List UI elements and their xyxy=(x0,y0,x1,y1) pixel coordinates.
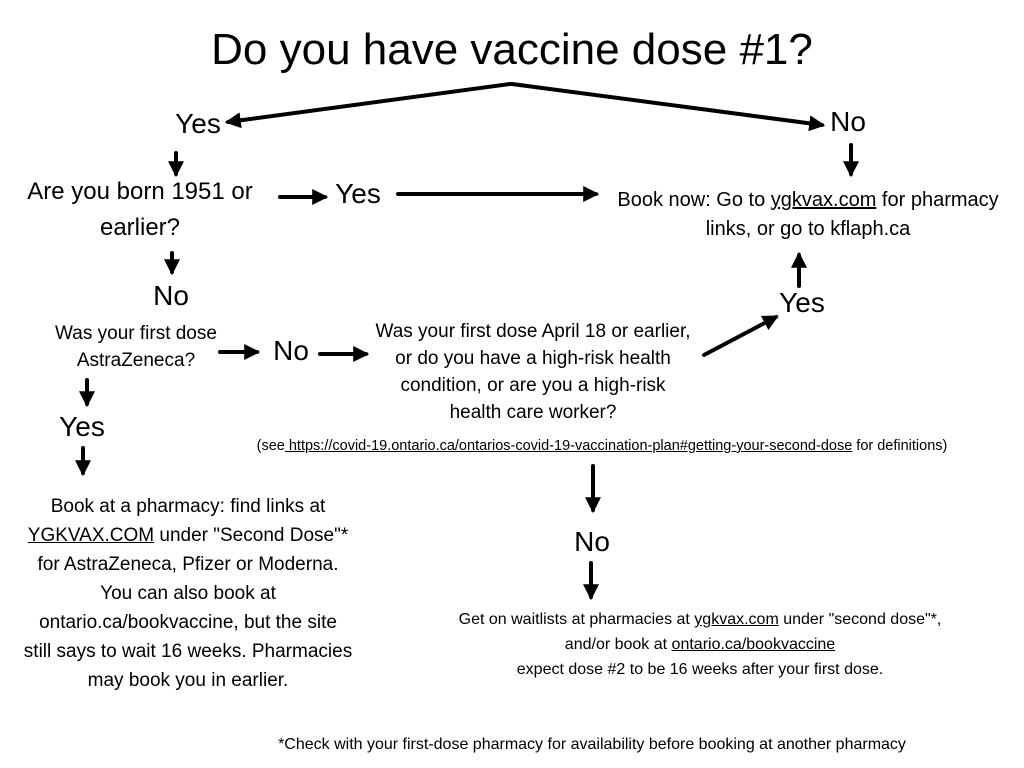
question-risk-line4: health care worker? xyxy=(449,402,617,423)
ygkvax-waitlist-link[interactable]: ygkvax.com xyxy=(694,611,779,628)
answer-yes-az: Yes xyxy=(59,411,105,442)
definitions-note: (see https://covid-19.ontario.ca/ontario… xyxy=(200,436,1004,456)
book-now-suffix: for pharmacy xyxy=(876,189,999,211)
ontario-bookvaccine-link[interactable]: ontario.ca/bookvaccine xyxy=(671,636,836,653)
waitlist-line1-prefix: Get on waitlists at pharmacies at xyxy=(458,611,695,628)
question-risk-line1: Was your first dose April 18 or earlier, xyxy=(375,321,691,342)
ygkvax-link[interactable]: ygkvax.com xyxy=(770,189,877,211)
question-risk-line3: condition, or are you a high-risk xyxy=(400,375,666,396)
book-pharmacy-line2-rest: under "Second Dose"* xyxy=(154,525,349,546)
book-now-text: Book now: Go to ygkvax.com for pharmacy … xyxy=(596,186,1020,244)
question-az-line1: Was your first dose xyxy=(55,323,217,344)
book-pharmacy-line2: YGKVAX.COM under "Second Dose"* xyxy=(0,521,376,550)
title-to-yes-arrow xyxy=(224,82,512,129)
definitions-suffix: for definitions) xyxy=(852,438,948,454)
question-risk-line2: or do you have a high-risk health xyxy=(395,348,671,369)
question-az-line2: AstraZeneca? xyxy=(76,350,196,371)
page-title: Do you have vaccine dose #1? xyxy=(211,25,813,74)
question-high-risk: Was your first dose April 18 or earlier,… xyxy=(362,318,704,426)
book-pharmacy-text: Book at a pharmacy: find links at YGKVAX… xyxy=(0,492,376,695)
answer-yes-born: Yes xyxy=(335,178,381,209)
book-pharmacy-line5: ontario.ca/bookvaccine, but the site xyxy=(39,612,337,633)
ontario-vaccination-plan-link[interactable]: https://covid-19.ontario.ca/ontarios-cov… xyxy=(284,438,853,454)
book-now-prefix: Book now: Go to xyxy=(617,189,771,211)
waitlist-text: Get on waitlists at pharmacies at ygkvax… xyxy=(400,607,1000,682)
risk-to-yes-arrow xyxy=(702,315,779,357)
waitlist-line1: Get on waitlists at pharmacies at ygkvax… xyxy=(400,607,1000,632)
answer-yes-risk: Yes xyxy=(779,287,825,318)
book-pharmacy-line6: still says to wait 16 weeks. Pharmacies xyxy=(23,641,353,662)
answer-yes-dose1: Yes xyxy=(175,108,221,139)
waitlist-line2-prefix: and/or book at xyxy=(564,636,672,653)
ygkvax-uppercase-link[interactable]: YGKVAX.COM xyxy=(27,525,155,546)
question-born-line1: Are you born 1951 or xyxy=(27,178,253,205)
answer-no-risk: No xyxy=(574,526,610,557)
title-to-no-arrow xyxy=(510,82,826,132)
answer-no-dose1: No xyxy=(830,106,866,137)
waitlist-line2: and/or book at ontario.ca/bookvaccine xyxy=(400,632,1000,657)
book-now-line1: Book now: Go to ygkvax.com for pharmacy xyxy=(596,186,1020,215)
book-pharmacy-line4: You can also book at xyxy=(100,583,276,604)
footnote: *Check with your first-dose pharmacy for… xyxy=(278,736,906,753)
question-born-1951: Are you born 1951 or earlier? xyxy=(0,174,280,246)
book-pharmacy-line1: Book at a pharmacy: find links at xyxy=(50,496,326,517)
question-astrazeneca: Was your first dose AstraZeneca? xyxy=(30,320,242,374)
book-now-line2: links, or go to kflaph.ca xyxy=(705,218,911,240)
question-born-line2: earlier? xyxy=(99,214,181,241)
answer-no-az: No xyxy=(273,335,309,366)
book-pharmacy-line7: may book you in earlier. xyxy=(87,670,289,691)
book-pharmacy-line3: for AstraZeneca, Pfizer or Moderna. xyxy=(37,554,339,575)
answer-no-born: No xyxy=(153,280,189,311)
waitlist-line1-suffix: under "second dose"*, xyxy=(778,611,942,628)
waitlist-line3: expect dose #2 to be 16 weeks after your… xyxy=(516,661,884,678)
definitions-prefix: (see xyxy=(256,438,285,454)
